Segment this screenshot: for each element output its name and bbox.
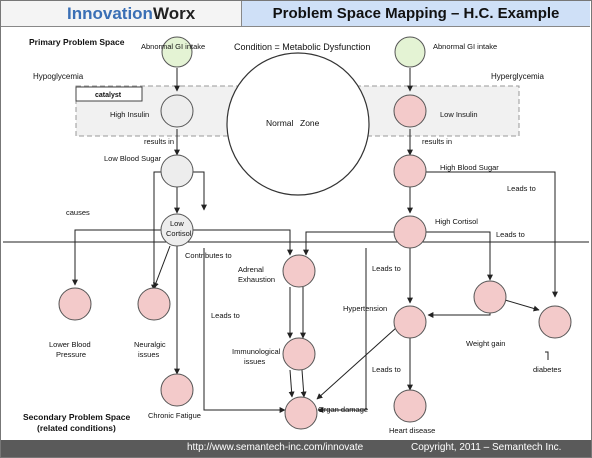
primary-space-label: Primary Problem Space — [29, 37, 125, 47]
label-adrenal-2: Exhaustion — [238, 275, 275, 284]
label-immuno-2: issues — [244, 357, 266, 366]
label-results-in-left: results in — [144, 137, 174, 146]
label-hypertension: Hypertension — [343, 304, 387, 313]
arrow-lowsugar-right — [190, 171, 207, 211]
node-high-cortisol — [393, 215, 427, 249]
label-lower-bp-1: Lower Blood — [49, 340, 91, 349]
header-title-panel: Problem Space Mapping – H.C. Example — [242, 1, 590, 27]
label-neuralgic-1: Neuralgic — [134, 340, 166, 349]
label-immuno-1: Immunological — [232, 347, 281, 356]
zone-label: Zone — [300, 118, 320, 128]
catalyst-label: catalyst — [95, 92, 122, 99]
label-high-blood-sugar: High Blood Sugar — [440, 163, 499, 172]
arrow-highcortisol-to-weight — [426, 231, 493, 281]
node-low-insulin — [393, 94, 427, 128]
arrow-weight-to-hypertension — [427, 312, 491, 318]
footer-url: http://www.semantech-inc.com/innovate — [187, 442, 364, 453]
normal-label: Normal — [266, 118, 294, 128]
node-heart-disease — [393, 389, 427, 423]
label-leads-to-4: Leads to — [211, 311, 240, 320]
diabetes-tick — [545, 351, 549, 360]
label-leads-to-1: Leads to — [507, 184, 536, 193]
arrow-lowcortisol-to-neuralgic — [153, 245, 171, 289]
node-organ-damage — [284, 396, 318, 430]
label-low-insulin: Low Insulin — [440, 110, 478, 119]
label-heart-disease: Heart disease — [389, 426, 435, 435]
nodes — [58, 36, 572, 430]
arrow-hypertension-to-organ — [316, 327, 397, 400]
catalyst-tag — [75, 86, 143, 102]
footer-bar: http://www.semantech-inc.com/innovate Co… — [1, 440, 591, 457]
node-low-blood-sugar — [160, 154, 194, 188]
arrow-weight-to-diabetes — [504, 299, 540, 312]
label-adrenal-1: Adrenal — [238, 265, 264, 274]
arrow-immuno-to-organ-1 — [288, 369, 295, 398]
label-organ-damage: Organ damage — [318, 405, 368, 414]
arrow-causes-lowerbp — [72, 229, 162, 286]
node-lower-blood-pressure — [58, 287, 92, 321]
secondary-space-label-1: Secondary Problem Space — [23, 412, 131, 422]
label-diabetes: diabetes — [533, 365, 562, 374]
arrow-highsugar-to-diabetes — [426, 171, 558, 298]
node-low-cortisol — [160, 213, 194, 247]
header-brand-panel: InnovationWorx — [1, 1, 242, 27]
arrow-lowcortisol-to-adrenal — [192, 229, 293, 256]
label-weight-gain: Weight gain — [466, 339, 505, 348]
label-neuralgic-2: issues — [138, 350, 160, 359]
label-chronic-fatigue: Chronic Fatigue — [148, 411, 201, 420]
label-low-cortisol-1: Low — [170, 219, 184, 228]
normal-zone-circle — [226, 52, 370, 196]
node-abnormal-gi-right — [394, 36, 426, 68]
hypoglycemia-label: Hypoglycemia — [33, 72, 84, 81]
condition-label: Condition = Metabolic Dysfunction — [234, 42, 370, 52]
label-leads-to-3: Leads to — [372, 264, 401, 273]
brand-part-1: Innovation — [67, 4, 153, 23]
label-lower-bp-2: Pressure — [56, 350, 86, 359]
node-high-blood-sugar — [393, 154, 427, 188]
node-hypertension — [393, 305, 427, 339]
label-high-cortisol: High Cortisol — [435, 217, 478, 226]
label-high-insulin: High Insulin — [110, 110, 149, 119]
arrow-highcortisol-to-organ — [317, 248, 367, 413]
connectors — [72, 68, 558, 413]
brand-part-2: Worx — [152, 4, 196, 23]
brand-logo: InnovationWorx — [67, 4, 195, 24]
arrow-highcortisol-to-adrenal — [303, 231, 396, 256]
arrow-immuno-to-organ-2 — [300, 369, 307, 398]
label-low-blood-sugar: Low Blood Sugar — [104, 154, 162, 163]
node-abnormal-gi-left — [161, 36, 193, 68]
node-chronic-fatigue — [160, 373, 194, 407]
label-contributes-to: Contributes to — [185, 251, 232, 260]
label-leads-to-5: Leads to — [372, 365, 401, 374]
page-title: Problem Space Mapping – H.C. Example — [272, 5, 560, 22]
arrow-leadsto-organ — [203, 248, 286, 413]
diagram-labels: Primary Problem Space Condition = Metabo… — [23, 37, 562, 435]
node-high-insulin — [160, 94, 194, 128]
hyperglycemia-label: Hyperglycemia — [491, 72, 544, 81]
node-diabetes — [538, 305, 572, 339]
node-weight-gain — [473, 280, 507, 314]
secondary-space-label-2: (related conditions) — [37, 423, 116, 433]
node-immunological-issues — [282, 337, 316, 371]
label-abnormal-gi-left: Abnormal GI intake — [141, 42, 205, 51]
label-low-cortisol-2: Cortisol — [166, 229, 192, 238]
label-results-in-right: results in — [422, 137, 452, 146]
footer-copyright: Copyright, 2011 – Semantech Inc. — [411, 442, 562, 453]
label-abnormal-gi-right: Abnormal GI intake — [433, 42, 497, 51]
label-leads-to-2: Leads to — [496, 230, 525, 239]
node-adrenal-exhaustion — [282, 254, 316, 288]
label-causes: causes — [66, 208, 90, 217]
node-neuralgic-issues — [137, 287, 171, 321]
